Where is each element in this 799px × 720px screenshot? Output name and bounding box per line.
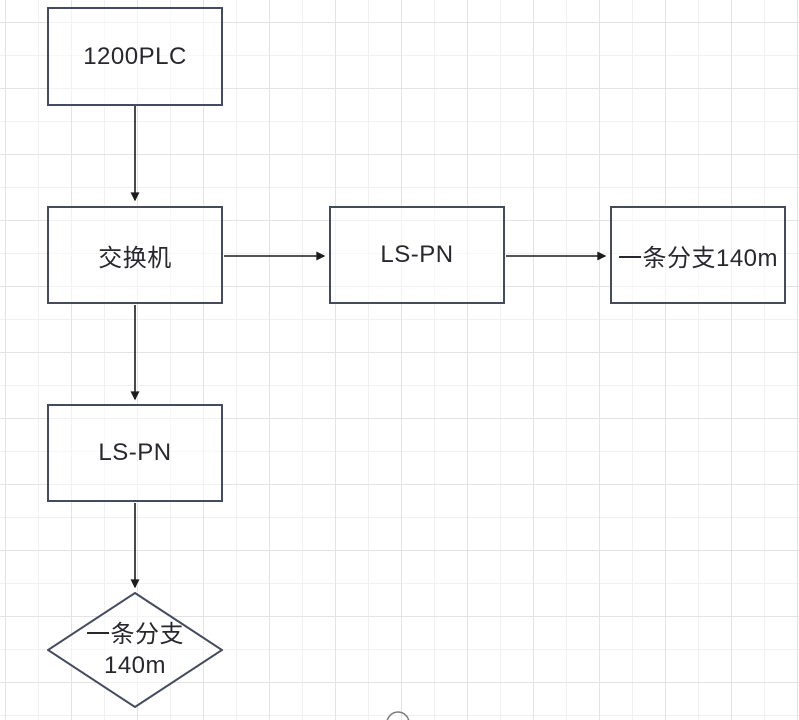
diamond-shape: [47, 592, 223, 708]
node-lspn-middle[interactable]: LS-PN: [329, 206, 505, 304]
node-switch-label: 交换机: [98, 244, 172, 272]
node-lspn-middle-label: LS-PN: [380, 241, 454, 268]
partial-ellipse-shape[interactable]: [386, 711, 410, 720]
node-switch[interactable]: 交换机: [47, 206, 223, 304]
diamond-label-line1: 一条分支: [86, 621, 184, 648]
node-lspn-lower[interactable]: LS-PN: [47, 404, 223, 502]
node-branch-right-label: 一条分支140m: [617, 244, 779, 272]
node-branch-diamond-label: 一条分支 140m: [47, 592, 223, 708]
diamond-label-line2: 140m: [103, 652, 167, 679]
node-branch-diamond[interactable]: 一条分支 140m: [47, 592, 223, 708]
node-branch-right[interactable]: 一条分支140m: [610, 206, 786, 304]
node-1200plc-label: 1200PLC: [83, 42, 187, 70]
node-lspn-lower-label: LS-PN: [98, 439, 172, 466]
node-1200plc[interactable]: 1200PLC: [47, 7, 223, 106]
